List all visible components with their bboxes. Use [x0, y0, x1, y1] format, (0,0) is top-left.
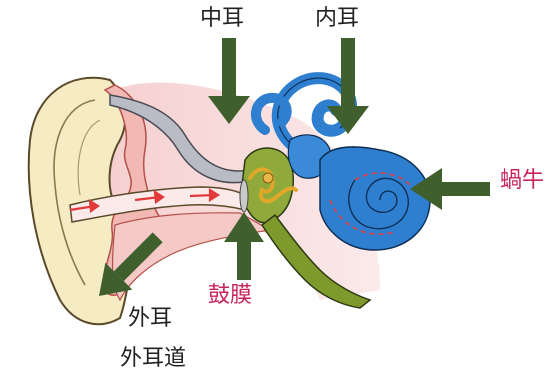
label-eardrum: 鼓膜 [208, 285, 252, 307]
label-outer-ear: 外耳 [128, 308, 172, 330]
cochlea-body [320, 147, 430, 250]
label-ear-canal: 外耳道 [120, 348, 186, 370]
label-middle-ear: 中耳 [200, 8, 244, 30]
label-cochlea: 蝸牛 [500, 170, 544, 192]
label-inner-ear: 内耳 [315, 8, 359, 30]
eardrum [240, 180, 248, 212]
